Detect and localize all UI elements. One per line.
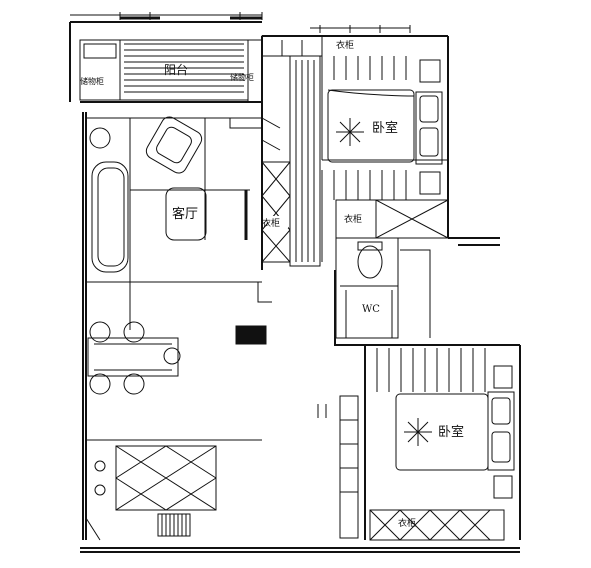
stair-mark bbox=[257, 282, 272, 303]
wardrobe-c-label: 衣柜 bbox=[336, 39, 354, 51]
wardrobe-a-label: 衣柜 bbox=[262, 217, 280, 229]
corridor: 衣柜 bbox=[261, 35, 323, 267]
storage-left-label: 储物柜 bbox=[80, 76, 104, 86]
dining-table bbox=[87, 321, 181, 395]
window-marks bbox=[70, 12, 411, 33]
bedroom-main-label: 卧室 bbox=[372, 120, 398, 136]
kitchen bbox=[85, 439, 262, 541]
plant-icon bbox=[89, 127, 111, 149]
living-room: 客厅 bbox=[86, 116, 263, 330]
wardrobe-d-label: 衣柜 bbox=[398, 517, 416, 529]
toilet-icon bbox=[357, 245, 383, 279]
living-room-label: 客厅 bbox=[172, 206, 198, 222]
wc: WC bbox=[335, 237, 431, 339]
balcony-label: 阳台 bbox=[164, 62, 188, 77]
bedroom-main: 卧室 bbox=[321, 56, 448, 262]
second-bedroom-wardrobes: 衣柜 bbox=[317, 395, 505, 541]
bedroom-wardrobes: 衣柜 衣柜 bbox=[335, 39, 449, 239]
column bbox=[235, 325, 267, 345]
walls bbox=[69, 21, 521, 553]
balcony: 阳台 储物柜 储物柜 bbox=[79, 39, 263, 103]
pillow-icon bbox=[336, 118, 364, 146]
pillow-icon-2 bbox=[404, 418, 432, 446]
storage-right-label: 储物柜 bbox=[230, 72, 254, 82]
wc-label: WC bbox=[362, 304, 380, 315]
wardrobe-b-label: 衣柜 bbox=[344, 213, 362, 225]
bedroom-second-label: 卧室 bbox=[438, 424, 464, 440]
armchair-icon bbox=[145, 116, 203, 174]
bedroom-second: 卧室 bbox=[364, 348, 515, 499]
